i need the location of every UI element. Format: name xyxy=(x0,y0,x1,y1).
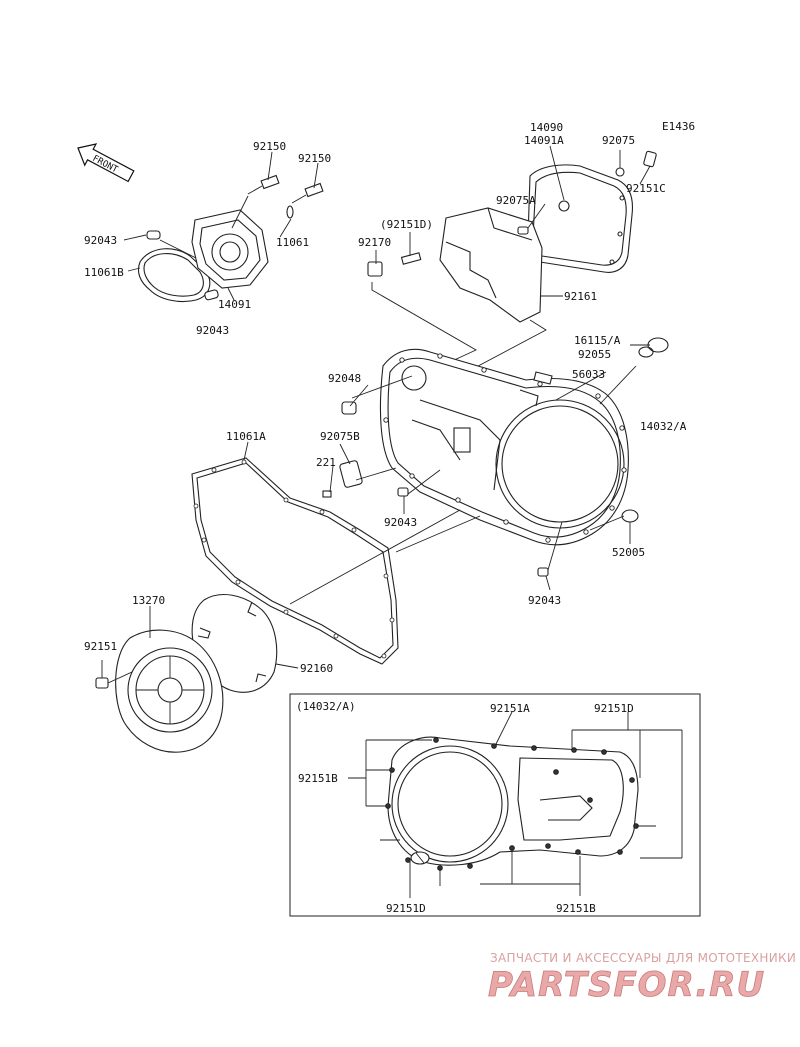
inset-label-92151d-top: 92151D xyxy=(594,702,634,715)
watermark-logo: PARTSFOR.RU xyxy=(488,965,765,1005)
label-92151c: 92151C xyxy=(626,182,666,195)
main-cover-assembly xyxy=(322,337,669,591)
inset-label-92151b-bottom: 92151B xyxy=(556,902,596,915)
inset-label-92151b-left: 92151B xyxy=(298,772,338,785)
duct-cover-assembly xyxy=(367,145,657,385)
label-92150-a: 92150 xyxy=(253,140,286,153)
part-labels: 92150 92150 92043 11061B 11061 14091 920… xyxy=(84,121,687,675)
label-92075: 92075 xyxy=(602,134,635,147)
label-92161: 92161 xyxy=(564,290,597,303)
inset-label-92151d-bottom: 92151D xyxy=(386,902,426,915)
label-92075b: 92075B xyxy=(320,430,360,443)
label-92043-a: 92043 xyxy=(84,234,117,247)
label-14032a: 14032/A xyxy=(640,420,687,433)
label-221: 221 xyxy=(316,456,336,469)
label-92151: 92151 xyxy=(84,640,117,653)
label-92043-c: 92043 xyxy=(384,516,417,529)
watermark: ЗАПЧАСТИ И АКСЕССУАРЫ ДЛЯ МОТОТЕХНИКИ PA… xyxy=(488,951,796,1005)
inset-label-92151a: 92151A xyxy=(490,702,530,715)
label-92048: 92048 xyxy=(328,372,361,385)
label-92150-b: 92150 xyxy=(298,152,331,165)
label-14090: 14090 xyxy=(530,121,563,134)
label-11061b: 11061B xyxy=(84,266,124,279)
label-92055: 92055 xyxy=(578,348,611,361)
label-56033: 56033 xyxy=(572,368,605,381)
label-14091a: 14091A xyxy=(524,134,564,147)
label-92160: 92160 xyxy=(300,662,333,675)
label-11061a: 11061A xyxy=(226,430,266,443)
diagram-code: E1436 xyxy=(662,120,695,133)
label-92151d-top: (92151D) xyxy=(380,218,433,231)
inset-title: (14032/A) xyxy=(296,700,356,713)
label-92075a: 92075A xyxy=(496,194,536,207)
label-92170: 92170 xyxy=(358,236,391,249)
clutch-cover-13270 xyxy=(95,606,224,753)
label-13270: 13270 xyxy=(132,594,165,607)
label-52005: 52005 xyxy=(612,546,645,559)
label-11061: 11061 xyxy=(276,236,309,249)
label-14091: 14091 xyxy=(218,298,251,311)
watermark-tagline: ЗАПЧАСТИ И АКСЕССУАРЫ ДЛЯ МОТОТЕХНИКИ xyxy=(490,951,796,965)
label-92043-d: 92043 xyxy=(528,594,561,607)
label-92043-b: 92043 xyxy=(196,324,229,337)
inset-detail: (14032/A) xyxy=(289,693,701,917)
small-cover-assembly xyxy=(123,151,324,303)
gasket-11061a xyxy=(191,441,461,665)
label-16115a: 16115/A xyxy=(574,334,621,347)
front-arrow-icon: FRONT xyxy=(77,143,135,183)
